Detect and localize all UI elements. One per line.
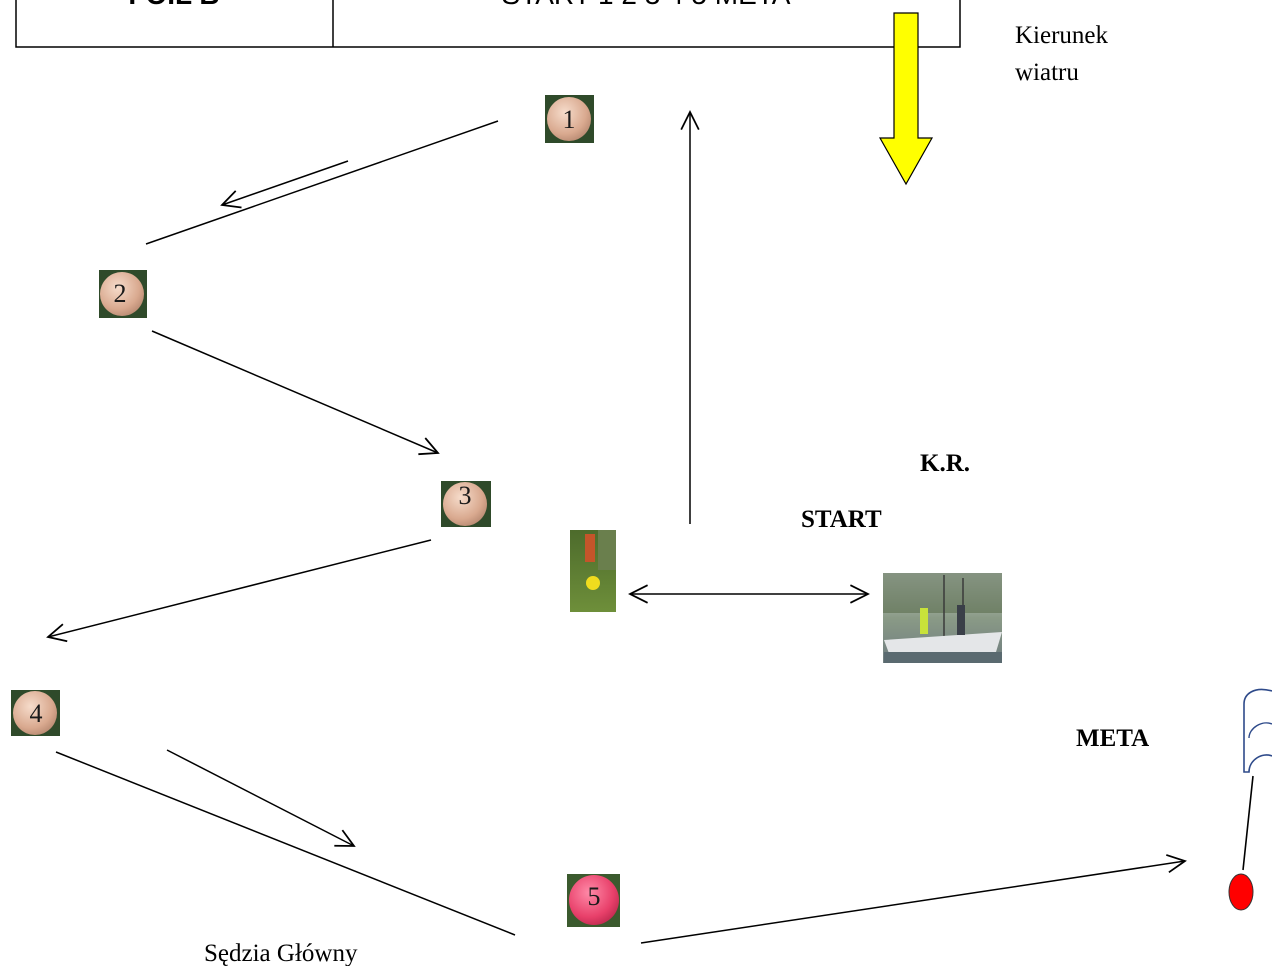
course-lines — [46, 110, 1187, 944]
meta-label: META — [1076, 725, 1149, 752]
buoy-1-number: 1 — [563, 105, 576, 134]
start-label: START — [801, 506, 882, 533]
committee-boat-photo — [883, 573, 1002, 663]
buoy-2: 2 — [99, 270, 147, 318]
header-table: FOIL B START 1 2 3 4 5 META — [15, 0, 961, 48]
header-left-cell: FOIL B — [128, 0, 219, 10]
course-line-4-5 — [55, 751, 516, 936]
wind-indicator: Kierunek wiatru — [878, 12, 1109, 186]
course-arrow-3-4 — [46, 539, 432, 643]
buoy-4: 4 — [11, 690, 60, 736]
buoy-3: 3 — [441, 481, 491, 527]
wind-arrow-icon — [878, 12, 934, 186]
kr-label: K.R. — [920, 450, 970, 477]
course-arrow-to-5 — [166, 749, 356, 847]
buoy-3-number: 3 — [459, 481, 472, 510]
buoy-4-number: 4 — [30, 699, 43, 728]
wind-label-line1: Kierunek — [1015, 22, 1109, 49]
buoy-5-number: 5 — [588, 882, 601, 911]
header-right-cell: START 1 2 3 4 5 META — [502, 0, 791, 10]
course-arrow-2-3 — [151, 330, 440, 456]
buoy-5: 5 — [567, 874, 620, 927]
judge-label: Sędzia Główny — [204, 940, 358, 966]
course-arrow-to-2 — [220, 160, 349, 209]
start-buoy-photo — [570, 530, 616, 612]
finish-flag-icon — [1228, 688, 1272, 911]
finish-buoy-icon — [1228, 873, 1254, 911]
course-arrow-5-finish — [640, 854, 1187, 944]
buoy-1: 1 — [545, 95, 594, 143]
course-line-1-2 — [145, 120, 499, 245]
buoy-2-number: 2 — [114, 279, 127, 308]
wind-label-line2: wiatru — [1015, 59, 1079, 86]
